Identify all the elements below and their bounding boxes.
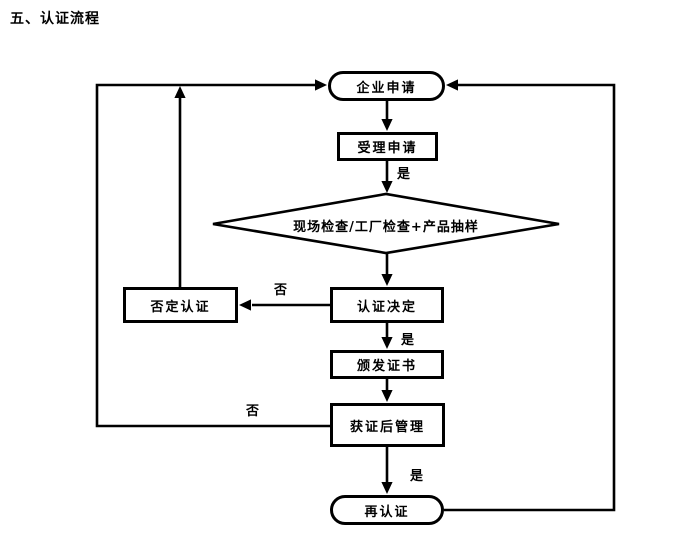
edge-label-no-1: 否 — [274, 283, 288, 298]
node-issue-certificate: 颁发证书 — [330, 350, 444, 379]
arrowhead-into-apply-right — [446, 79, 458, 91]
arrowhead-into-accept — [381, 119, 393, 131]
diamond-shape — [212, 192, 560, 255]
arrowhead-into-issue — [381, 337, 393, 349]
node-recertification: 再认证 — [330, 495, 444, 525]
edge-recert-right-loop — [444, 83, 616, 512]
node-inspection-decision-label: 现场检查/工厂检查+产品抽样 — [293, 220, 479, 235]
arrowhead-deny-to-top — [174, 86, 186, 98]
edge-label-no-2: 否 — [246, 404, 260, 419]
arrowhead-into-deny — [239, 299, 251, 311]
node-post-certification-management: 获证后管理 — [330, 403, 445, 447]
arrowhead-into-decision — [381, 274, 393, 286]
arrowhead-into-apply-left — [315, 79, 327, 91]
arrowhead-into-post — [381, 390, 393, 402]
page-title: 五、认证流程 — [10, 11, 100, 27]
node-enterprise-application: 企业申请 — [328, 71, 445, 101]
edge-label-yes-2: 是 — [401, 333, 415, 348]
connector-lines — [95, 83, 616, 512]
arrowhead-into-recert — [381, 482, 393, 494]
node-accept-application: 受理申请 — [337, 132, 438, 161]
arrowhead-into-inspect — [381, 181, 393, 193]
edge-label-yes-1: 是 — [397, 167, 411, 182]
edge-label-yes-3: 是 — [410, 469, 424, 484]
node-negative-certification: 否定认证 — [123, 287, 238, 323]
node-certification-decision: 认证决定 — [330, 287, 444, 323]
edge-post-left-loop — [95, 83, 330, 428]
arrowheads — [174, 79, 458, 494]
